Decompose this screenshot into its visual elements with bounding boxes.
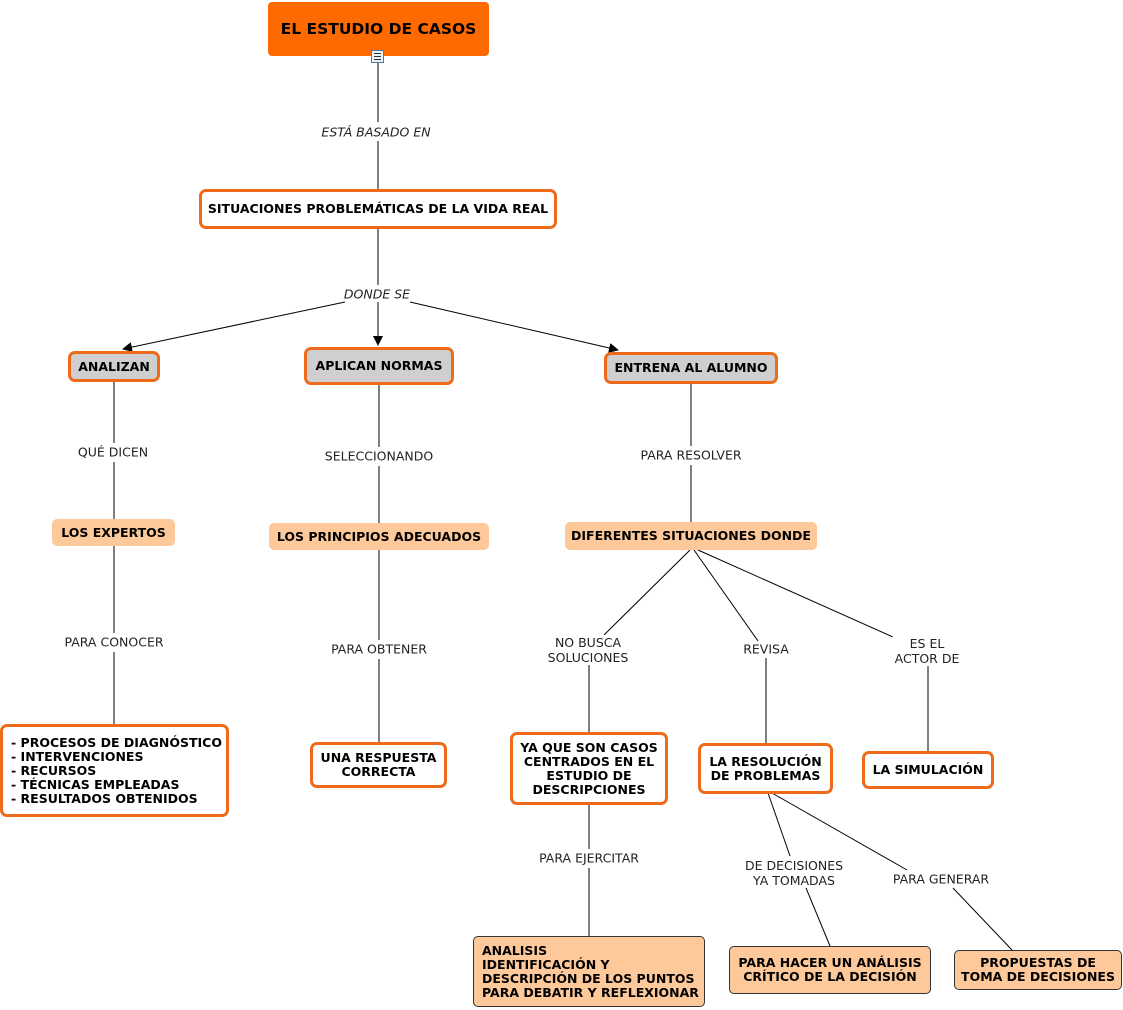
link-label-no-busca-soluciones: NO BUSCA SOLUCIONES xyxy=(545,635,631,665)
link-label-es-el-actor-de: ES EL ACTOR DE xyxy=(892,636,962,666)
link-label-para-resolver: PARA RESOLVER xyxy=(638,447,744,463)
node-propuestas-de-toma[interactable]: PROPUESTAS DE TOMA DE DECISIONES xyxy=(954,950,1122,990)
link-label-donde-se: DONDE SE xyxy=(341,286,413,302)
node-la-resolucion-de-problemas[interactable]: LA RESOLUCIÓN DE PROBLEMAS xyxy=(698,743,833,794)
node-entrena-al-alumno[interactable]: ENTRENA AL ALUMNO xyxy=(604,352,778,384)
node-diferentes-situaciones[interactable]: DIFERENTES SITUACIONES DONDE xyxy=(565,522,817,550)
link-label-para-obtener: PARA OBTENER xyxy=(329,641,429,657)
node-situaciones-problematicas[interactable]: SITUACIONES PROBLEMÁTICAS DE LA VIDA REA… xyxy=(199,189,557,229)
line-diferentes-revisa xyxy=(693,549,759,642)
node-la-simulacion[interactable]: LA SIMULACIÓN xyxy=(862,751,994,789)
node-una-respuesta-correcta[interactable]: UNA RESPUESTA CORRECTA xyxy=(310,742,447,788)
link-label-que-dicen: QUÉ DICEN xyxy=(75,444,151,460)
note-icon[interactable] xyxy=(371,50,384,63)
node-analizan[interactable]: ANALIZAN xyxy=(68,351,160,382)
link-label-para-generar: PARA GENERAR xyxy=(890,871,992,887)
link-label-esta-basado-en: ESTÁ BASADO EN xyxy=(319,124,433,140)
arrow-donde-analizan xyxy=(122,301,346,353)
node-los-principios-adecuados[interactable]: LOS PRINCIPIOS ADECUADOS xyxy=(269,523,489,550)
line-diferentes-nobusca xyxy=(603,549,691,636)
node-aplican-normas[interactable]: APLICAN NORMAS xyxy=(304,347,454,385)
line-resolucion-generar xyxy=(771,792,908,871)
arrow-donde-entrena xyxy=(409,301,619,353)
node-procesos-de-diagnostico[interactable]: - PROCESOS DE DIAGNÓSTICO - INTERVENCION… xyxy=(0,724,229,817)
line-resolucion-decisiones xyxy=(767,792,791,857)
node-los-expertos[interactable]: LOS EXPERTOS xyxy=(52,519,175,546)
link-label-de-decisiones-ya-tomadas: DE DECISIONES YA TOMADAS xyxy=(742,858,846,888)
link-label-para-ejercitar: PARA EJERCITAR xyxy=(537,850,641,866)
line-diferentes-actor xyxy=(697,549,894,638)
node-ya-que-son-casos[interactable]: YA QUE SON CASOS CENTRADOS EN EL ESTUDIO… xyxy=(510,732,668,805)
link-label-revisa: REVISA xyxy=(741,641,791,657)
node-analisis-identificacion[interactable]: ANALISIS IDENTIFICACIÓN Y DESCRIPCIÓN DE… xyxy=(473,936,705,1007)
node-el-estudio-de-casos[interactable]: EL ESTUDIO DE CASOS xyxy=(268,2,489,56)
link-label-seleccionando: SELECCIONANDO xyxy=(322,448,436,464)
line-decisiones-critico xyxy=(805,887,831,947)
line-generar-propuestas xyxy=(952,887,1013,951)
node-analisis-critico[interactable]: PARA HACER UN ANÁLISIS CRÍTICO DE LA DEC… xyxy=(729,946,931,994)
link-label-para-conocer: PARA CONOCER xyxy=(62,634,166,650)
